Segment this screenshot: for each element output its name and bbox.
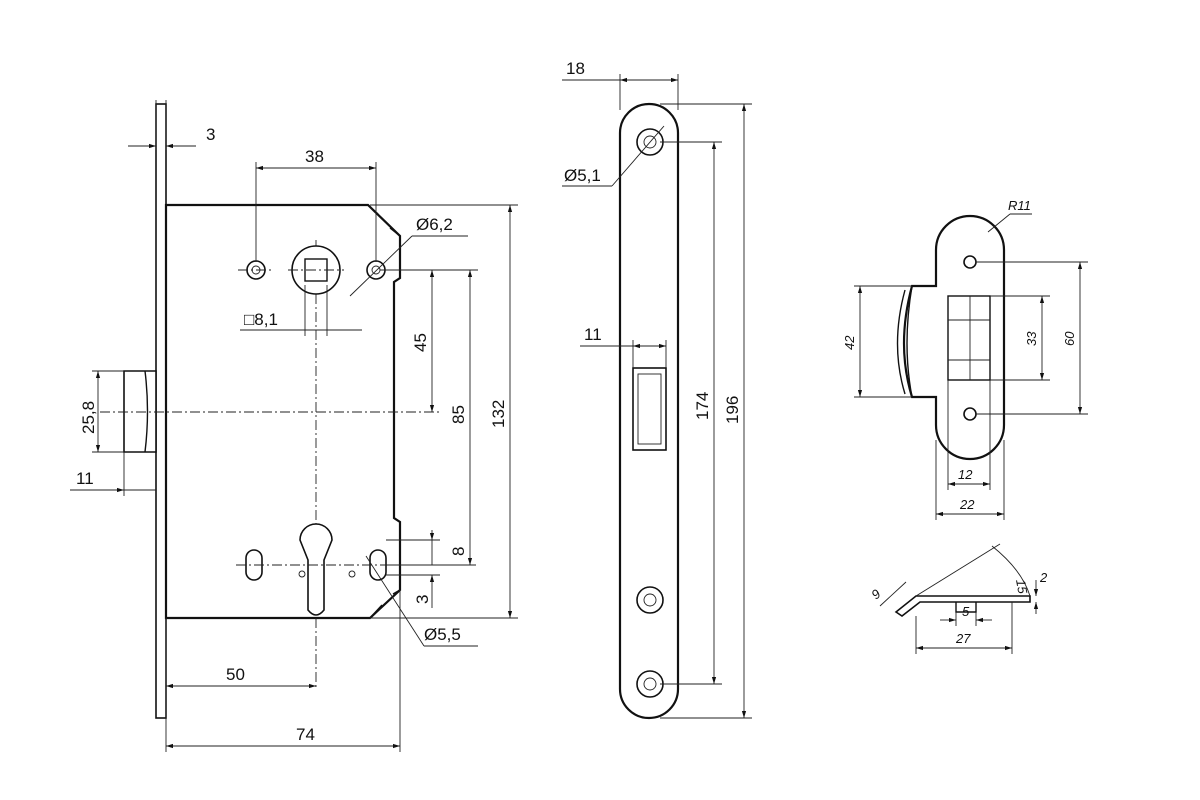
dim-hole-bottom-diameter: Ø5,5 bbox=[424, 625, 461, 644]
dim-radius: R11 bbox=[1008, 198, 1031, 213]
dim-9: 9 bbox=[868, 586, 883, 602]
faceplate-outline bbox=[618, 102, 680, 720]
faceplate-view bbox=[618, 102, 680, 720]
dim-backset-holes: 38 bbox=[305, 147, 324, 166]
dim-132: 132 bbox=[489, 400, 508, 428]
strike-plate-outline bbox=[902, 214, 1006, 461]
strike-top-hole bbox=[963, 255, 977, 269]
dim-85: 85 bbox=[449, 405, 468, 424]
dim-5: 5 bbox=[962, 604, 970, 619]
lock-case bbox=[164, 203, 402, 620]
dim-depth-74: 74 bbox=[296, 725, 315, 744]
dim-slot-width: 11 bbox=[584, 325, 602, 344]
faceplate-bottom-screw bbox=[636, 670, 664, 698]
dim-bolt-throw: 11 bbox=[76, 469, 94, 488]
latch-bolt bbox=[123, 370, 157, 453]
dim-22: 22 bbox=[959, 497, 975, 512]
dim-2: 2 bbox=[1039, 570, 1048, 585]
front-plate bbox=[155, 103, 167, 719]
dim-3: 3 bbox=[413, 595, 432, 604]
dim-27: 27 bbox=[955, 631, 971, 646]
dim-42: 42 bbox=[842, 335, 857, 350]
dim-plate-thickness: 3 bbox=[206, 125, 215, 144]
lock-body-dimensions: 3 38 Ø6,2 □8,1 45 85 132 25,8 bbox=[70, 100, 518, 752]
dim-33: 33 bbox=[1024, 331, 1039, 346]
dim-bolt-height: 25,8 bbox=[79, 401, 98, 434]
dim-12: 12 bbox=[958, 467, 973, 482]
dim-angle-15: 15 bbox=[1013, 578, 1030, 596]
lock-body-view bbox=[100, 103, 440, 719]
dim-screw-hole: Ø5,1 bbox=[564, 166, 601, 185]
cylinder-hole bbox=[299, 523, 333, 616]
dim-faceplate-width: 18 bbox=[566, 59, 585, 78]
dim-hole-spacing: 174 bbox=[693, 392, 712, 420]
dim-square-follower: □8,1 bbox=[244, 310, 278, 329]
dim-45: 45 bbox=[411, 333, 430, 352]
dim-8: 8 bbox=[449, 547, 468, 556]
faceplate-dimensions: 18 Ø5,1 11 174 196 bbox=[562, 59, 752, 719]
dim-backset-50: 50 bbox=[226, 665, 245, 684]
strike-plate-view bbox=[896, 214, 1006, 461]
strike-bottom-hole bbox=[963, 407, 977, 421]
strike-opening bbox=[947, 295, 991, 381]
dim-faceplate-length: 196 bbox=[723, 396, 742, 424]
faceplate-latch-slot bbox=[632, 367, 667, 451]
dim-hole-top-diameter: Ø6,2 bbox=[416, 215, 453, 234]
dim-60: 60 bbox=[1062, 331, 1077, 346]
strike-plate-dimensions: R11 42 33 60 12 22 bbox=[842, 198, 1088, 520]
faceplate-mid-screw bbox=[636, 586, 664, 614]
